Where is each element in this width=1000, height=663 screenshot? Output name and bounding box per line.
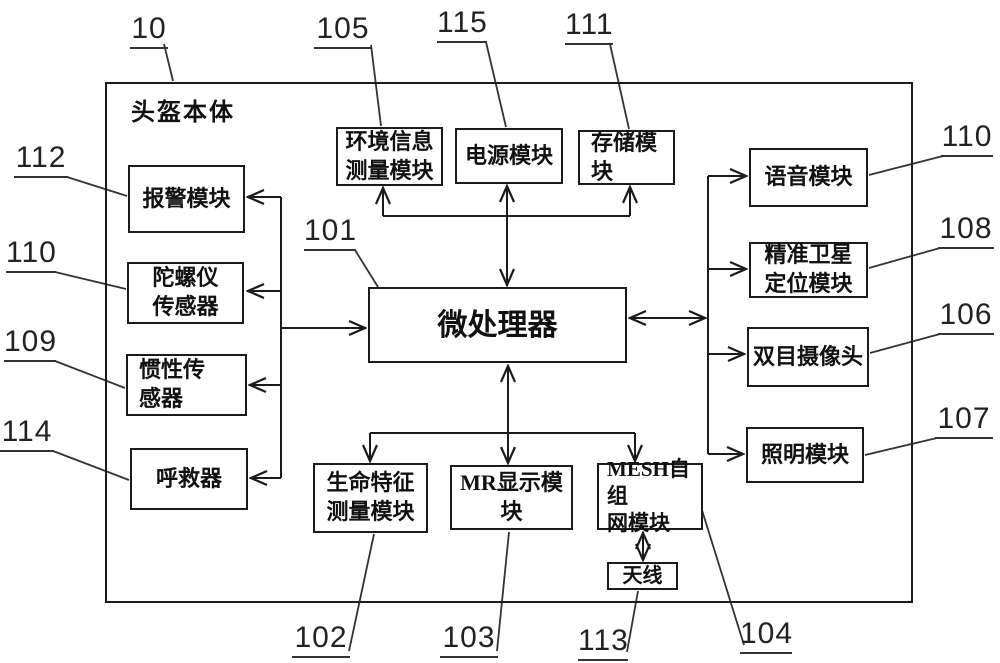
ref-105-environment-info: 105: [314, 12, 372, 49]
box-satellite-positioning-module: 精准卫星 定位模块: [749, 242, 868, 298]
ref-108-satellite: 108: [938, 212, 994, 249]
leader-108: [868, 247, 941, 269]
box-mesh-network-module: MESH自组 网模块: [597, 457, 703, 535]
leader-101: [354, 249, 379, 288]
leader-111: [609, 43, 630, 130]
ref-10-helmet-body: 10: [130, 12, 168, 49]
box-sos-caller: 呼救器: [130, 448, 248, 510]
ref-102-vital-signs: 102: [292, 621, 350, 658]
ref-109-inertial: 109: [4, 325, 56, 362]
ref-104-mesh-network: 104: [740, 617, 792, 654]
leader-106: [869, 333, 941, 354]
box-storage-module: 存储模 块: [578, 130, 675, 185]
leader-107: [864, 437, 938, 456]
leader-114: [52, 450, 130, 481]
ref-115-power: 115: [437, 6, 487, 43]
leader-102: [348, 533, 375, 652]
box-mr-display-module: MR显示模块: [450, 465, 573, 530]
box-binocular-camera: 双目摄像头: [747, 327, 869, 387]
helmet-body-label: 头盔本体: [131, 100, 235, 126]
box-vital-signs-module: 生命特征 测量模块: [313, 463, 428, 533]
box-voice-module: 语音模块: [749, 148, 868, 207]
ref-112-alarm: 112: [14, 141, 68, 178]
box-power-module: 电源模块: [455, 128, 563, 184]
ref-113-antenna: 113: [578, 624, 628, 661]
helmet-body-boundary: [105, 82, 913, 603]
ref-107-lighting: 107: [935, 402, 993, 439]
ref-106-camera: 106: [938, 298, 994, 335]
box-antenna: 天线: [607, 562, 678, 590]
leader-10: [163, 43, 174, 82]
leader-112: [66, 176, 128, 197]
ref-114-sos: 114: [0, 415, 54, 452]
box-alarm-module: 报警模块: [128, 165, 245, 233]
box-gyroscope-sensor: 陀螺仪 传感器: [127, 262, 244, 324]
leader-110-left: [54, 271, 127, 290]
box-microprocessor: 微处理器: [368, 287, 627, 363]
leader-109: [54, 360, 126, 389]
ref-111-storage: 111: [565, 8, 613, 45]
leader-105: [370, 44, 382, 127]
ref-103-mr-display: 103: [440, 621, 498, 658]
leader-115: [485, 41, 507, 128]
leader-110-right: [868, 155, 944, 176]
box-environment-info-module: 环境信息 测量模块: [336, 127, 443, 186]
leader-104: [700, 506, 745, 646]
leader-103: [496, 531, 510, 652]
ref-101-microprocessor: 101: [304, 214, 356, 251]
box-lighting-module: 照明模块: [746, 427, 864, 483]
ref-110-voice: 110: [941, 120, 993, 157]
box-inertial-sensor: 惯性传 感器: [126, 354, 247, 416]
ref-110-gyroscope: 110: [6, 236, 56, 273]
